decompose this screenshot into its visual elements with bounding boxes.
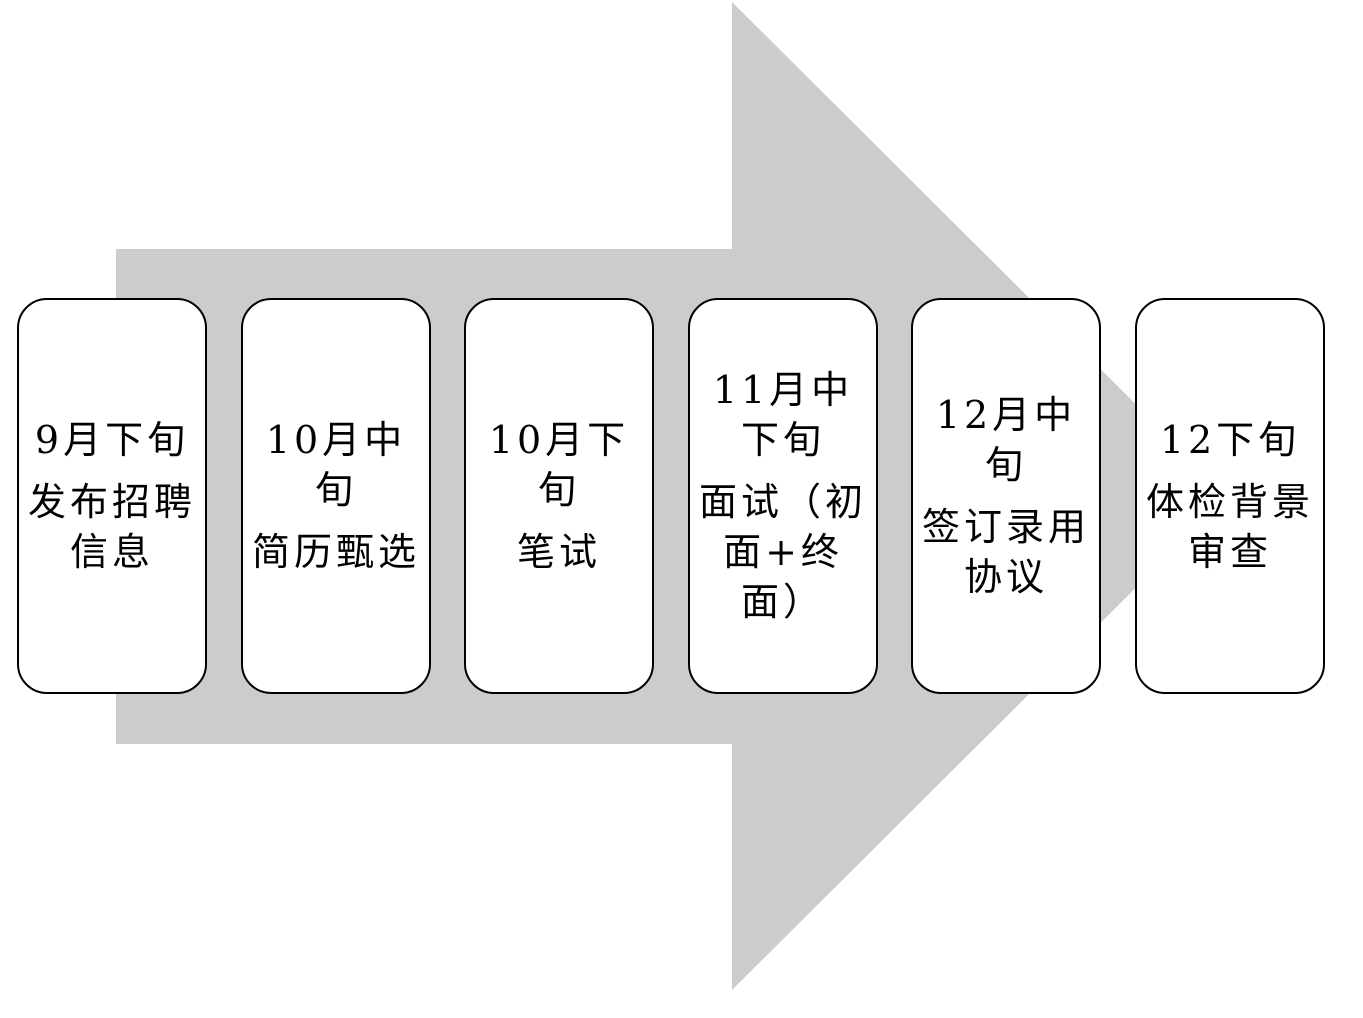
stage-name: 简历甄选 xyxy=(251,530,420,574)
stage-name: 体检背景审查 xyxy=(1145,480,1314,574)
stage-box-background-check: 12下旬 体检背景审查 xyxy=(1135,298,1325,694)
stage-box-recruitment-notice: 9月下旬 发布招聘信息 xyxy=(17,298,207,694)
stage-name: 面试（初面+终面） xyxy=(698,480,867,624)
stage-box-offer-agreement: 12月中旬 签订录用协议 xyxy=(911,298,1101,694)
stage-box-written-test: 10月下旬 笔试 xyxy=(464,298,654,694)
stage-time: 12月中旬 xyxy=(935,393,1077,487)
stage-name: 发布招聘信息 xyxy=(27,480,196,574)
stage-box-interview: 11月中下旬 面试（初面+终面） xyxy=(688,298,878,694)
stage-time: 10月中旬 xyxy=(265,418,407,512)
stage-time: 12下旬 xyxy=(1159,418,1301,462)
stage-box-resume-screening: 10月中旬 简历甄选 xyxy=(241,298,431,694)
stage-name: 笔试 xyxy=(516,530,601,574)
arrow-shape xyxy=(116,2,1228,990)
stage-time: 11月中下旬 xyxy=(712,368,854,462)
stage-name: 签订录用协议 xyxy=(921,505,1090,599)
stage-time: 9月下旬 xyxy=(34,418,190,462)
stage-time: 10月下旬 xyxy=(488,418,630,512)
